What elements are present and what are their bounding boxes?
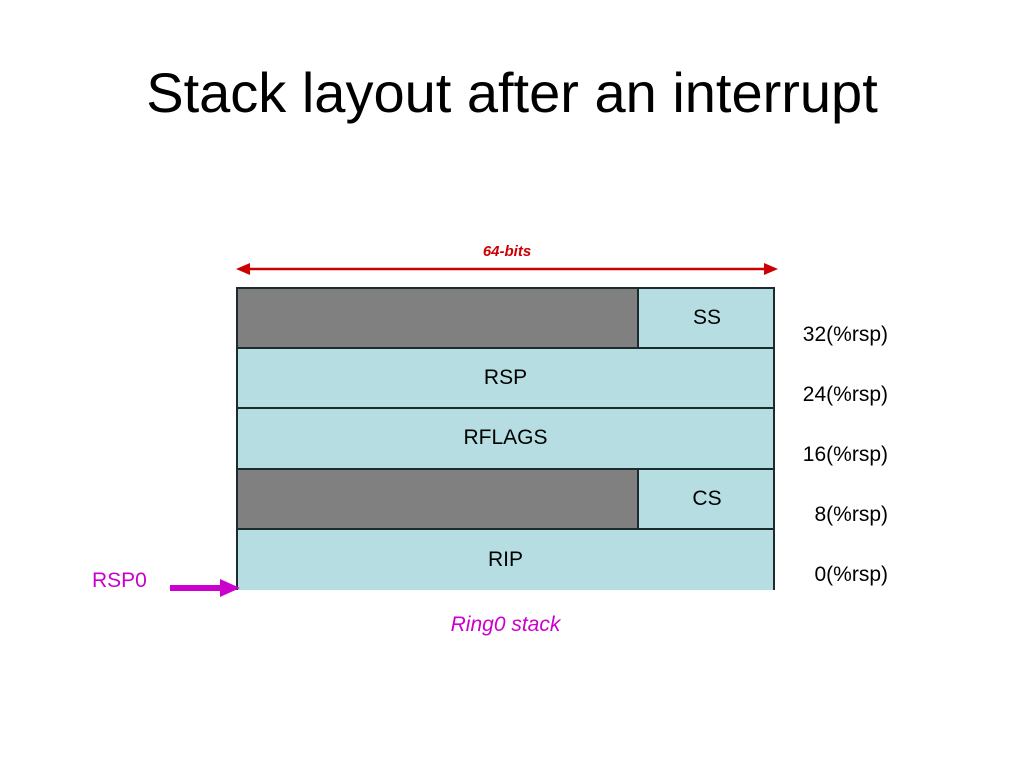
- offset-label: 16(%rsp): [802, 443, 888, 466]
- offset-label: 8(%rsp): [814, 503, 888, 526]
- right-arrow-icon: [170, 579, 240, 597]
- stack-row-label: RFLAGS: [463, 426, 548, 450]
- row-filler-block: [238, 469, 639, 528]
- stack-row: RIP: [238, 529, 773, 590]
- stack-row-label: RIP: [487, 547, 523, 571]
- stack-row: RFLAGS: [238, 409, 773, 470]
- double-arrow-icon: [236, 263, 778, 275]
- stack-row: SS: [238, 289, 773, 350]
- stack-row-label: RSP: [483, 366, 528, 390]
- stack-row-label: SS: [692, 306, 721, 330]
- rsp0-pointer: RSP0: [92, 568, 240, 610]
- width-annotation-label: 64-bits: [482, 243, 532, 260]
- stack-diagram: SS RSP RFLAGS CS RIP: [236, 287, 775, 590]
- stack-row: CS: [238, 469, 773, 530]
- stack-row: RSP: [238, 349, 773, 410]
- row-filler-block: [238, 289, 639, 348]
- offset-label: 24(%rsp): [802, 383, 888, 406]
- stack-caption: Ring0 stack: [450, 613, 561, 636]
- width-annotation: 64-bits: [236, 243, 778, 283]
- offset-label-group: 32(%rsp) 24(%rsp) 16(%rsp) 8(%rsp) 0(%rs…: [740, 287, 888, 607]
- page-title: Stack layout after an interrupt: [146, 61, 878, 124]
- offset-label: 0(%rsp): [814, 563, 888, 586]
- rsp0-label: RSP0: [92, 569, 147, 592]
- stack-row-label: CS: [692, 486, 722, 510]
- offset-label: 32(%rsp): [802, 323, 888, 346]
